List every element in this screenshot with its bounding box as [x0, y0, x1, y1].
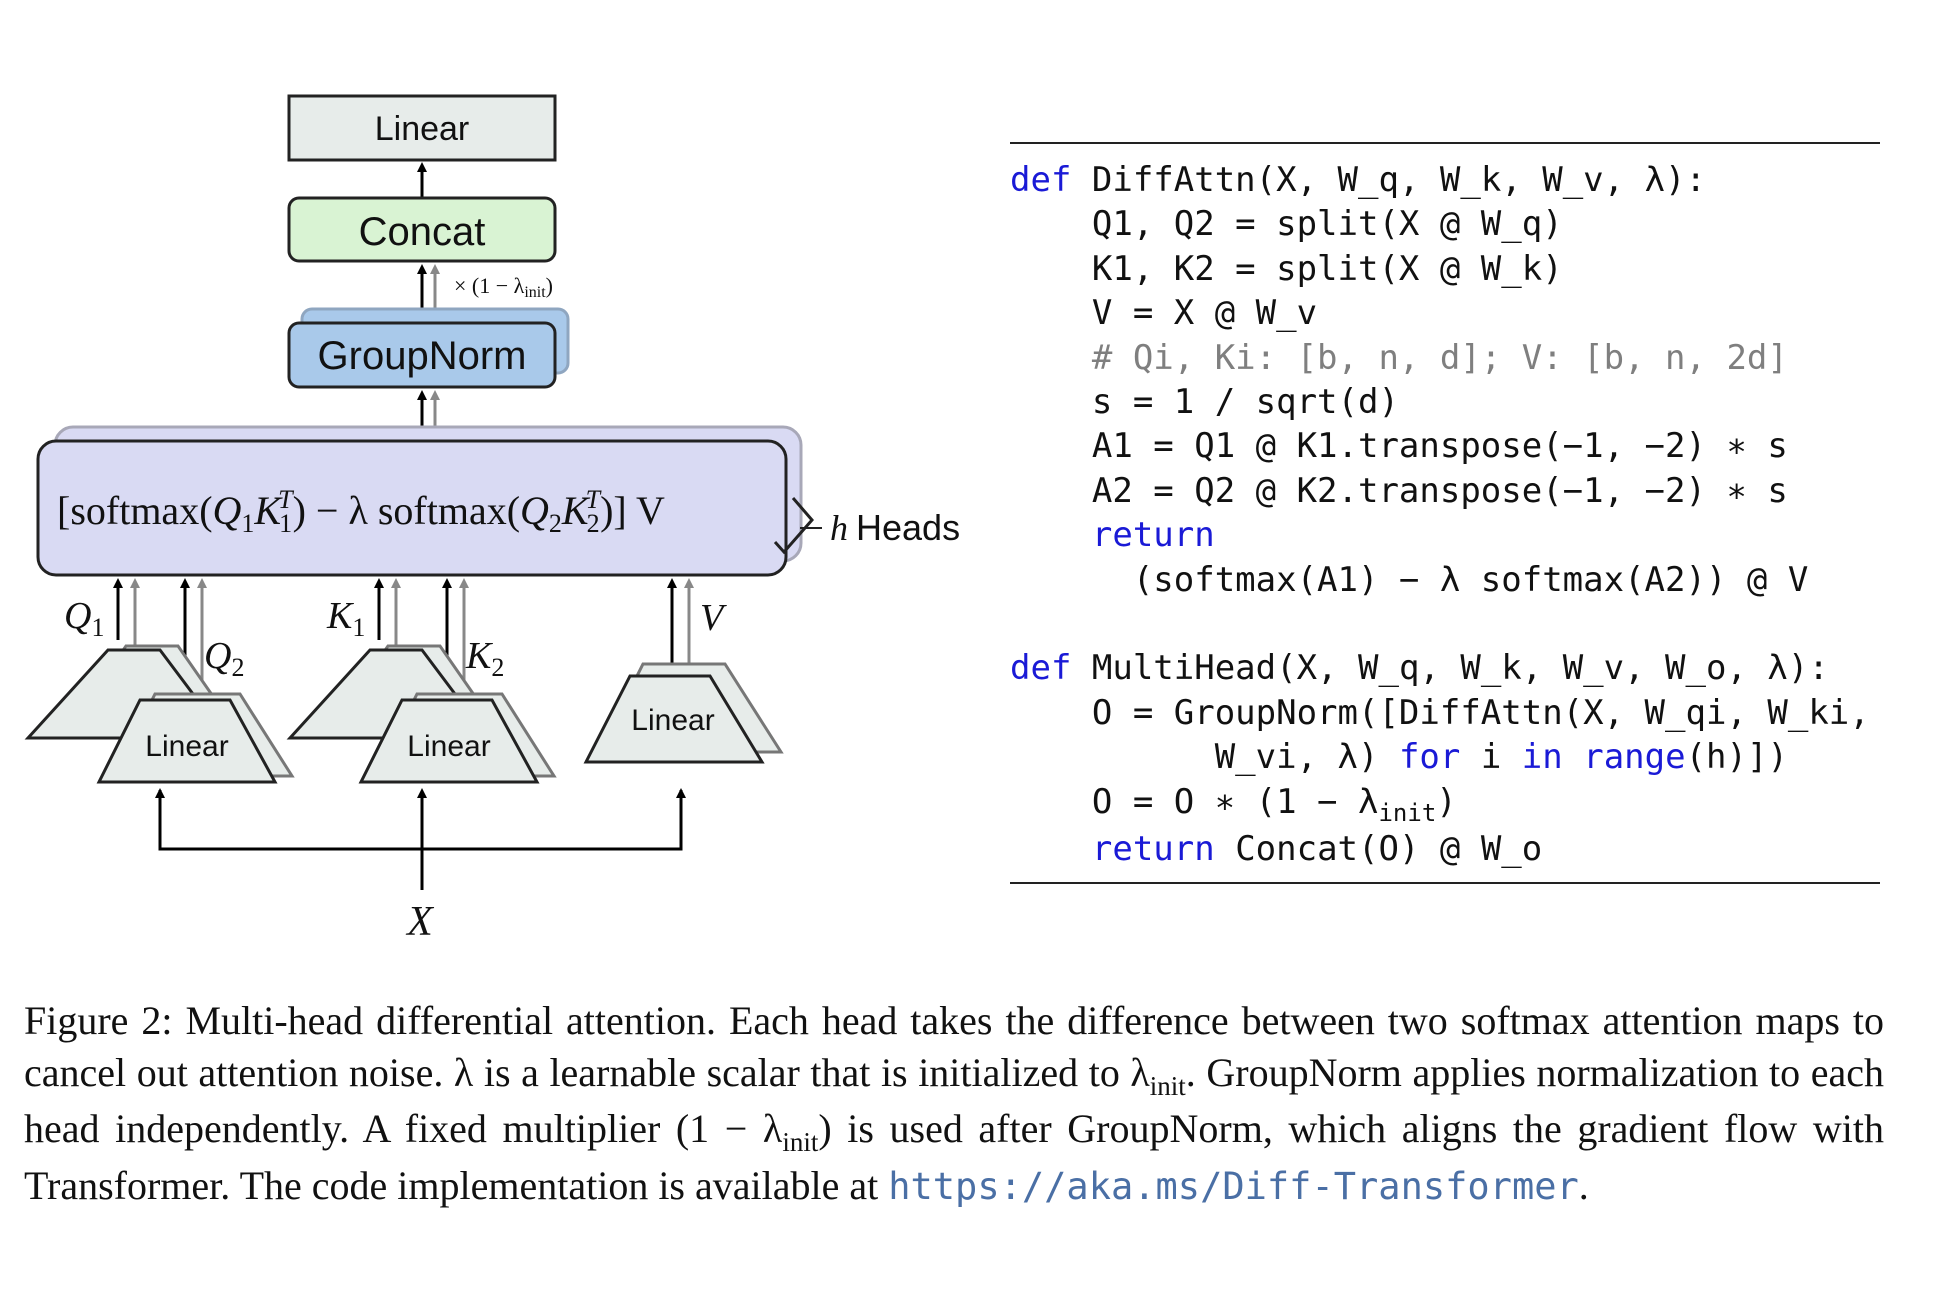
k-linear-front [358, 698, 540, 784]
code-indent [1010, 515, 1092, 555]
code-top-rule [1010, 142, 1880, 144]
code-line: Concat(O) @ W_o [1214, 829, 1543, 870]
caption-groupnorm: GroupNorm [1206, 1049, 1402, 1095]
v-linear-front [583, 674, 765, 764]
code-line: s = 1 / sqrt(d) [1010, 382, 1399, 423]
scale-note: × (1 − λinit) [454, 273, 553, 301]
heads-bracket [773, 497, 814, 555]
code-line: A2 = Q2 @ K2.transpose(−1, −2) ∗ s [1010, 470, 1788, 511]
code-line: O = O ∗ (1 − λ [1010, 781, 1379, 822]
keyword-return: return [1091, 829, 1215, 870]
k-linear-label: Linear [407, 730, 490, 763]
code-line: (h)]) [1685, 737, 1788, 778]
attention-box [36, 439, 788, 577]
caption-text: . [1578, 1162, 1589, 1208]
caption-subscript: init [1149, 1070, 1186, 1101]
code-bottom-rule [1010, 882, 1880, 884]
figure-caption: Figure 2: Multi-head differential attent… [24, 995, 1884, 1212]
q-linear-label: Linear [145, 730, 228, 763]
attention-formula: [softmax(Q1K1T) − λ softmax(Q2K2T)] V [57, 485, 665, 538]
caption-text: applies normalization to each head indep… [24, 1049, 1885, 1152]
code-subscript: init [1378, 798, 1437, 827]
groupnorm-label: GroupNorm [318, 334, 527, 378]
q2-label: Q2 [204, 635, 244, 682]
caption-text: ) is used after [818, 1106, 1068, 1151]
code-line: (softmax(A1) − λ softmax(A2)) @ V [1010, 559, 1809, 600]
code-line: DiffAttn(X, W_q, W_k, W_v, λ): [1071, 160, 1706, 200]
caption-groupnorm: GroupNorm [1067, 1106, 1263, 1151]
output-linear-box [287, 94, 557, 162]
code-indent [1010, 829, 1092, 869]
code-line: A1 = Q1 @ K1.transpose(−1, −2) ∗ s [1010, 426, 1788, 467]
q1-label: Q1 [64, 595, 104, 642]
k2-label: K2 [465, 635, 504, 682]
caption-text: attention maps to cancel out attention n… [24, 998, 1885, 1095]
code-line: MultiHead(X, W_q, W_k, W_v, W_o, λ): [1071, 648, 1829, 689]
keyword-def: def [1010, 160, 1072, 200]
code-comment: # Qi, Ki: [b, n, d]; V: [b, n, 2d] [1010, 337, 1788, 378]
code-line: V = X @ W_v [1010, 293, 1318, 334]
output-linear-label: Linear [375, 110, 470, 148]
code-block: def DiffAttn(X, W_q, W_k, W_v, λ): Q1, Q… [1010, 158, 1870, 872]
k1-label: K1 [326, 595, 365, 642]
caption-subscript: init [782, 1127, 819, 1157]
code-line: W_vi, λ) [1010, 737, 1399, 778]
caption-text: . [1185, 1049, 1207, 1095]
keyword-range: range [1583, 737, 1686, 778]
keyword-in: in [1521, 737, 1563, 778]
groupnorm-box [287, 321, 557, 389]
code-line: K1, K2 = split(X @ W_k) [1010, 248, 1563, 289]
code-line: Q1, Q2 = split(X @ W_q) [1010, 204, 1563, 245]
diff-attention-diagram: Linear Concat × (1 − λinit) GroupNorm [s… [24, 94, 960, 945]
caption-text: Figure 2: Multi-head differential attent… [24, 998, 1461, 1043]
caption-softmax: softmax [1460, 998, 1590, 1043]
code-line: i [1460, 737, 1522, 778]
code-line [1563, 737, 1583, 777]
x-label: X [405, 899, 435, 945]
q-linear-front [96, 698, 278, 784]
concat-box [287, 196, 557, 263]
keyword-return: return [1091, 515, 1215, 556]
keyword-for: for [1398, 737, 1461, 778]
keyword-def: def [1010, 648, 1072, 689]
code-line: ) [1436, 781, 1457, 822]
code-link[interactable]: https://aka.ms/Diff-Transformer [888, 1164, 1579, 1208]
concat-label: Concat [359, 210, 486, 254]
code-line: O = GroupNorm([DiffAttn(X, W_qi, W_ki, [1010, 692, 1870, 733]
caption-text: , which aligns the gradient flow with Tr… [24, 1106, 1884, 1208]
v-label: V [700, 597, 727, 639]
v-linear-label: Linear [631, 704, 714, 737]
code-listing: def DiffAttn(X, W_q, W_k, W_v, λ): Q1, Q… [1010, 142, 1880, 884]
